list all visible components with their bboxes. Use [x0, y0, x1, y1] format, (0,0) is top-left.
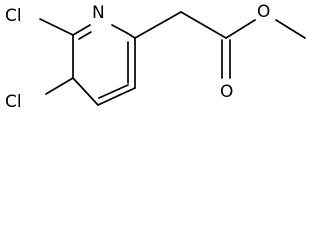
- atom-label-o-ester: O: [257, 2, 270, 22]
- bond-c4-c3-inner: [98, 84, 129, 99]
- bond-c4-c3: [97, 87, 136, 106]
- atom-label-cl-top: Cl: [5, 6, 22, 26]
- bond-n-c6: [72, 24, 91, 36]
- bond-o-methyl: [275, 19, 306, 39]
- atom-label-cl-bottom: Cl: [5, 92, 22, 112]
- bond-ch2-carbonyl: [180, 11, 227, 39]
- bond-n-c6-inner: [78, 31, 92, 40]
- atom-label-n: N: [92, 3, 105, 23]
- bond-c6-cl-top: [39, 18, 74, 36]
- bond-c2-link: [126, 32, 136, 39]
- bond-c5-cl-bottom: [45, 77, 74, 95]
- bond-carbonyl-o-ester: [225, 19, 256, 39]
- bond-c5-c4: [72, 77, 99, 106]
- atom-label-o-carbonyl: O: [220, 82, 233, 102]
- bond-ring-ch2: [134, 11, 182, 39]
- structure-diagram: N Cl Cl O O: [5, 2, 306, 112]
- bond-n-c2: [111, 24, 128, 34]
